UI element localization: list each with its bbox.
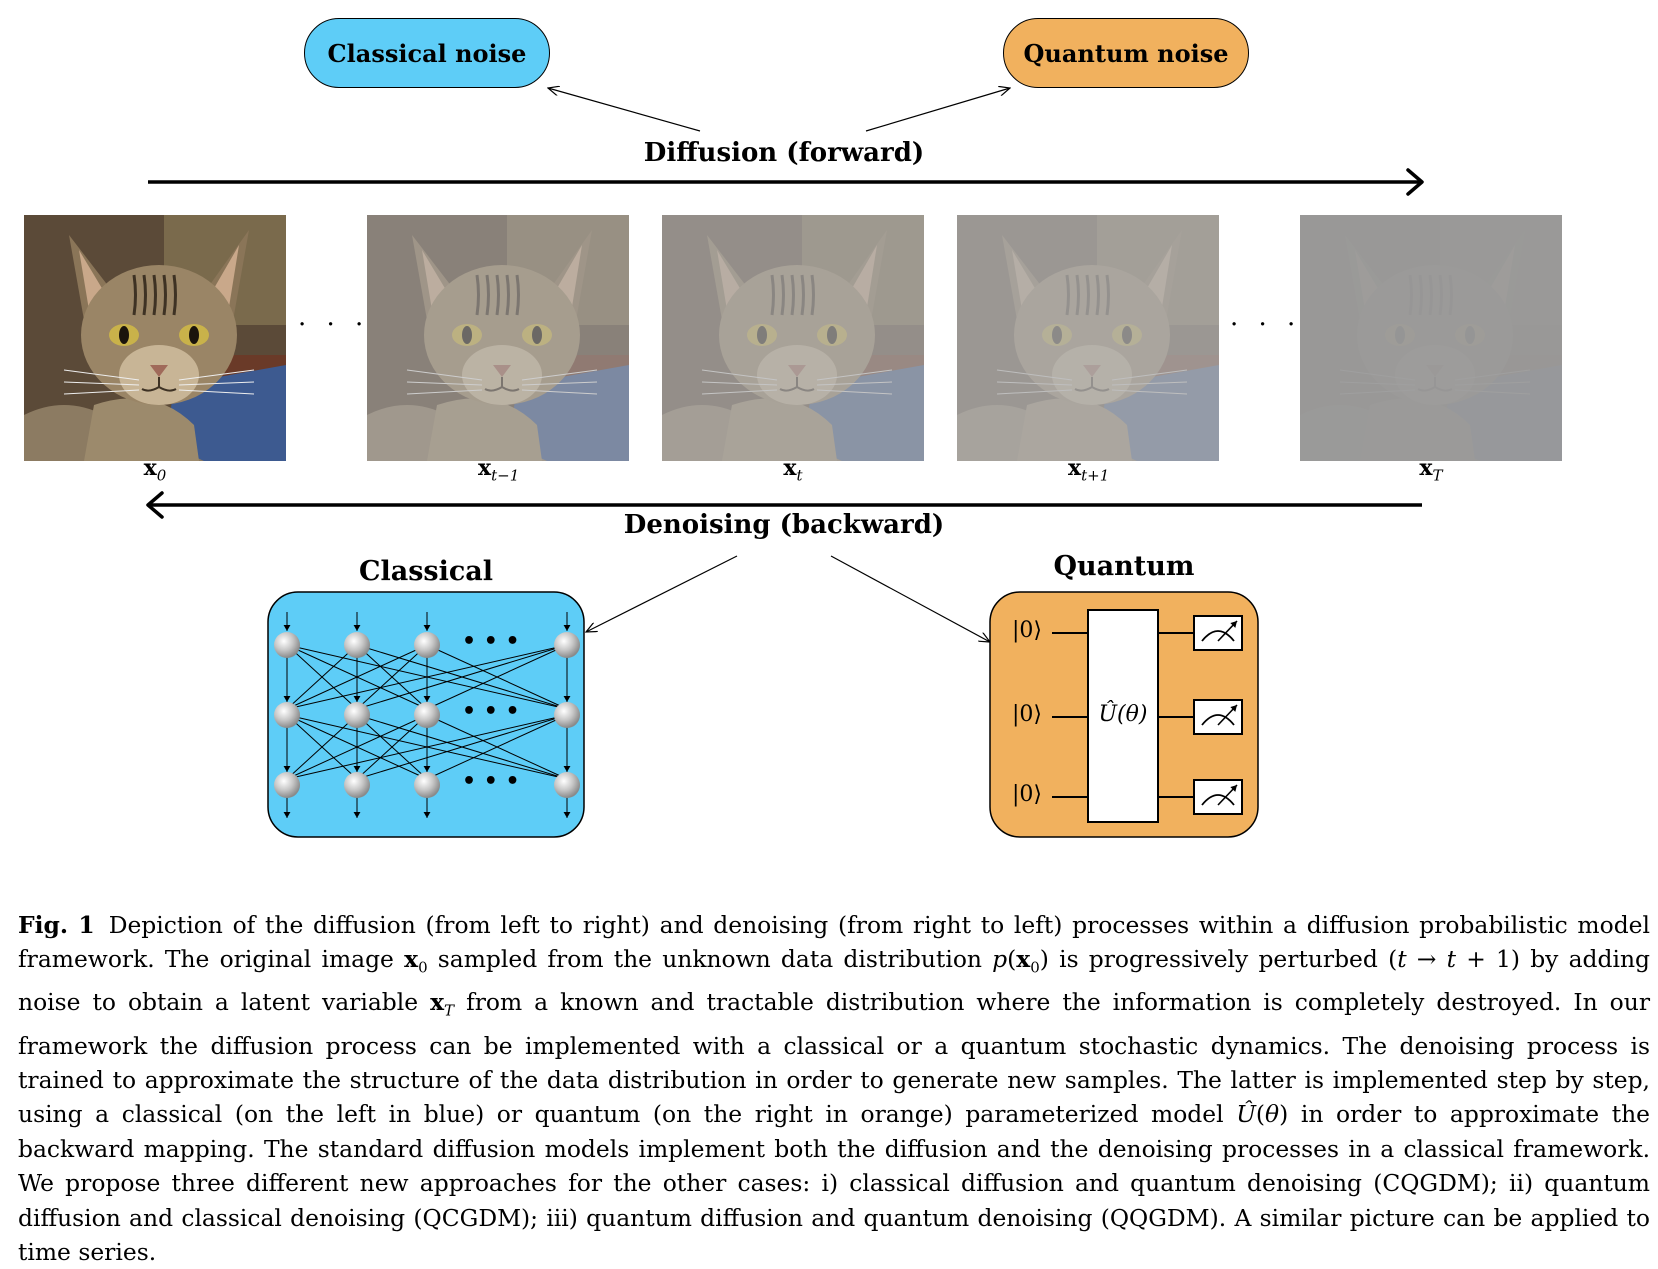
network-node xyxy=(274,632,300,658)
network-node xyxy=(414,632,440,658)
network-node xyxy=(344,702,370,728)
measurement-icon xyxy=(1193,699,1243,735)
network-edge xyxy=(356,644,428,710)
network-edge xyxy=(426,714,568,780)
qubit-label: |0⟩ xyxy=(1012,782,1042,807)
image-x-t-plus-1 xyxy=(957,215,1219,461)
qubit-label: |0⟩ xyxy=(1012,702,1042,727)
image-label-x0: x0 xyxy=(143,455,167,485)
arrow-to-classical-panel xyxy=(586,555,738,632)
ellipsis-right: · · · xyxy=(1230,310,1302,340)
image-x-t-minus-1 xyxy=(367,215,629,461)
image-label-x-t-plus-1: xt+1 xyxy=(1068,455,1110,485)
arrow-to-quantum-panel xyxy=(830,555,990,642)
network-row-ellipsis: • • • xyxy=(462,629,520,654)
measurement-icon xyxy=(1193,615,1243,651)
classical-noise-box: Classical noise xyxy=(304,18,550,88)
ellipsis-left: · · · xyxy=(298,310,370,340)
network-edge xyxy=(286,714,358,780)
network-node xyxy=(344,632,370,658)
classical-panel-title: Classical xyxy=(358,556,494,587)
network-node xyxy=(274,702,300,728)
image-label-x-t: xt xyxy=(783,455,803,485)
neural-network xyxy=(274,612,580,818)
classical-noise-label: Classical noise xyxy=(327,38,527,68)
image-x0 xyxy=(24,215,286,461)
diagram-canvas xyxy=(146,0,1424,838)
arrow-to-quantum-noise xyxy=(865,88,1010,132)
caption-text: Depiction of the diffusion (from left to… xyxy=(18,911,1651,1266)
network-edge xyxy=(356,714,428,780)
backward-arrow-head xyxy=(146,491,164,519)
qubit-label: |0⟩ xyxy=(1012,618,1042,643)
image-x-t xyxy=(662,215,924,461)
quantum-noise-label: Quantum noise xyxy=(1023,38,1229,68)
backward-label: Denoising (backward) xyxy=(623,510,945,540)
quantum-noise-box: Quantum noise xyxy=(1003,18,1249,88)
network-node xyxy=(414,772,440,798)
quantum-panel-title: Quantum xyxy=(1053,551,1195,582)
network-node xyxy=(554,702,580,728)
network-node xyxy=(554,632,580,658)
network-node xyxy=(274,772,300,798)
network-row-ellipsis: • • • xyxy=(462,769,520,794)
measurement-icon xyxy=(1193,779,1243,815)
network-node xyxy=(554,772,580,798)
network-edge xyxy=(426,644,568,710)
quantum-circuit xyxy=(1052,609,1243,823)
image-label-x-t-minus-1: xt−1 xyxy=(478,455,520,485)
image-label-x-T: xT xyxy=(1419,455,1443,485)
cat-photo xyxy=(24,215,286,461)
network-edge xyxy=(356,714,568,781)
forward-arrow-head xyxy=(1406,168,1424,196)
network-node xyxy=(344,772,370,798)
unitary-gate-label: Û(θ) xyxy=(1098,702,1148,727)
arrow-to-classical-noise xyxy=(548,88,701,132)
network-edge xyxy=(286,644,358,710)
network-row-ellipsis: • • • xyxy=(462,699,520,724)
network-edge xyxy=(356,644,568,711)
network-node xyxy=(414,702,440,728)
forward-label: Diffusion (forward) xyxy=(643,138,925,168)
figure-label: Fig. 1 xyxy=(18,911,95,939)
image-x-T xyxy=(1300,215,1562,461)
